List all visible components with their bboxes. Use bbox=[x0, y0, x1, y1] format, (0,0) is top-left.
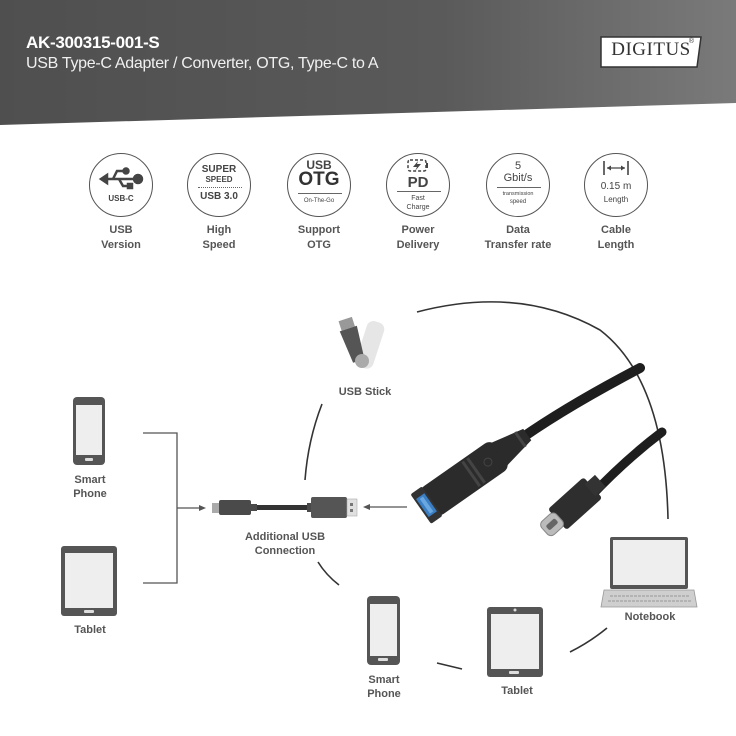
superspeed-icon: SUPER SPEED USB 3.0 bbox=[187, 153, 251, 217]
feature-data-transfer-rate: 5 Gbit/s transmission speed Data Transfe… bbox=[473, 153, 563, 253]
feature-usb-version: USB-C USB Version bbox=[76, 153, 166, 253]
feature-cable-length: 0.15 m Length Cable Length bbox=[571, 153, 661, 253]
feature-power-delivery: PD Fast Charge Power Delivery bbox=[373, 153, 463, 253]
bottom-tablet-label: Tablet bbox=[501, 685, 533, 697]
notebook-label: Notebook bbox=[624, 611, 676, 623]
header-band: AK-300315-001-S USB Type-C Adapter / Con… bbox=[0, 0, 736, 130]
battery-bolt-icon bbox=[407, 159, 428, 172]
feature-label: Power Delivery bbox=[396, 224, 440, 251]
usb-trident-icon: USB-C bbox=[89, 153, 153, 217]
product-code: AK-300315-001-S bbox=[26, 33, 160, 52]
usb-c-text: USB-C bbox=[108, 194, 134, 203]
arrow-right-icon bbox=[199, 505, 206, 511]
brand-logo: DIGITUS ® bbox=[600, 36, 702, 68]
usb-cable-icon bbox=[212, 497, 358, 518]
feature-high-speed: SUPER SPEED USB 3.0 High Speed bbox=[174, 153, 264, 253]
feature-label: High Speed bbox=[202, 224, 236, 251]
left-tablet-label: Tablet bbox=[74, 624, 106, 636]
length-arrow-icon bbox=[603, 161, 629, 175]
header-background bbox=[0, 0, 736, 125]
power-delivery-icon: PD Fast Charge bbox=[386, 153, 450, 217]
product-subtitle: USB Type-C Adapter / Converter, OTG, Typ… bbox=[26, 55, 379, 72]
smartphone-icon bbox=[73, 397, 105, 465]
feature-label: Data Transfer rate bbox=[484, 224, 552, 251]
feature-label: USB Version bbox=[101, 224, 141, 251]
arrow-left-icon bbox=[363, 504, 370, 510]
transfer-rate-icon: 5 Gbit/s transmission speed bbox=[486, 153, 550, 217]
feature-label: Cable Length bbox=[597, 224, 635, 251]
brand-registered-mark: ® bbox=[688, 38, 694, 45]
brand-name: DIGITUS bbox=[611, 39, 691, 60]
usb-stick-label: USB Stick bbox=[338, 386, 392, 398]
tablet-icon bbox=[61, 546, 117, 616]
smartphone-icon bbox=[367, 596, 400, 665]
additional-usb-label: Additional USB Connection bbox=[244, 531, 326, 557]
notebook-icon bbox=[600, 537, 698, 608]
usb-stick-icon bbox=[338, 316, 385, 369]
feature-label: Support OTG bbox=[297, 224, 341, 251]
cable-length-icon: 0.15 m Length bbox=[584, 153, 648, 217]
bottom-smartphone-label: Smart Phone bbox=[367, 674, 401, 700]
otg-adapter-photo bbox=[411, 363, 667, 537]
usb-otg-icon: USB OTG On-The-Go bbox=[287, 153, 351, 217]
tablet-icon bbox=[487, 607, 543, 677]
left-smartphone-label: Smart Phone bbox=[73, 474, 107, 500]
bracket-connector bbox=[143, 432, 200, 584]
feature-support-otg: USB OTG On-The-Go Support OTG bbox=[274, 153, 364, 253]
